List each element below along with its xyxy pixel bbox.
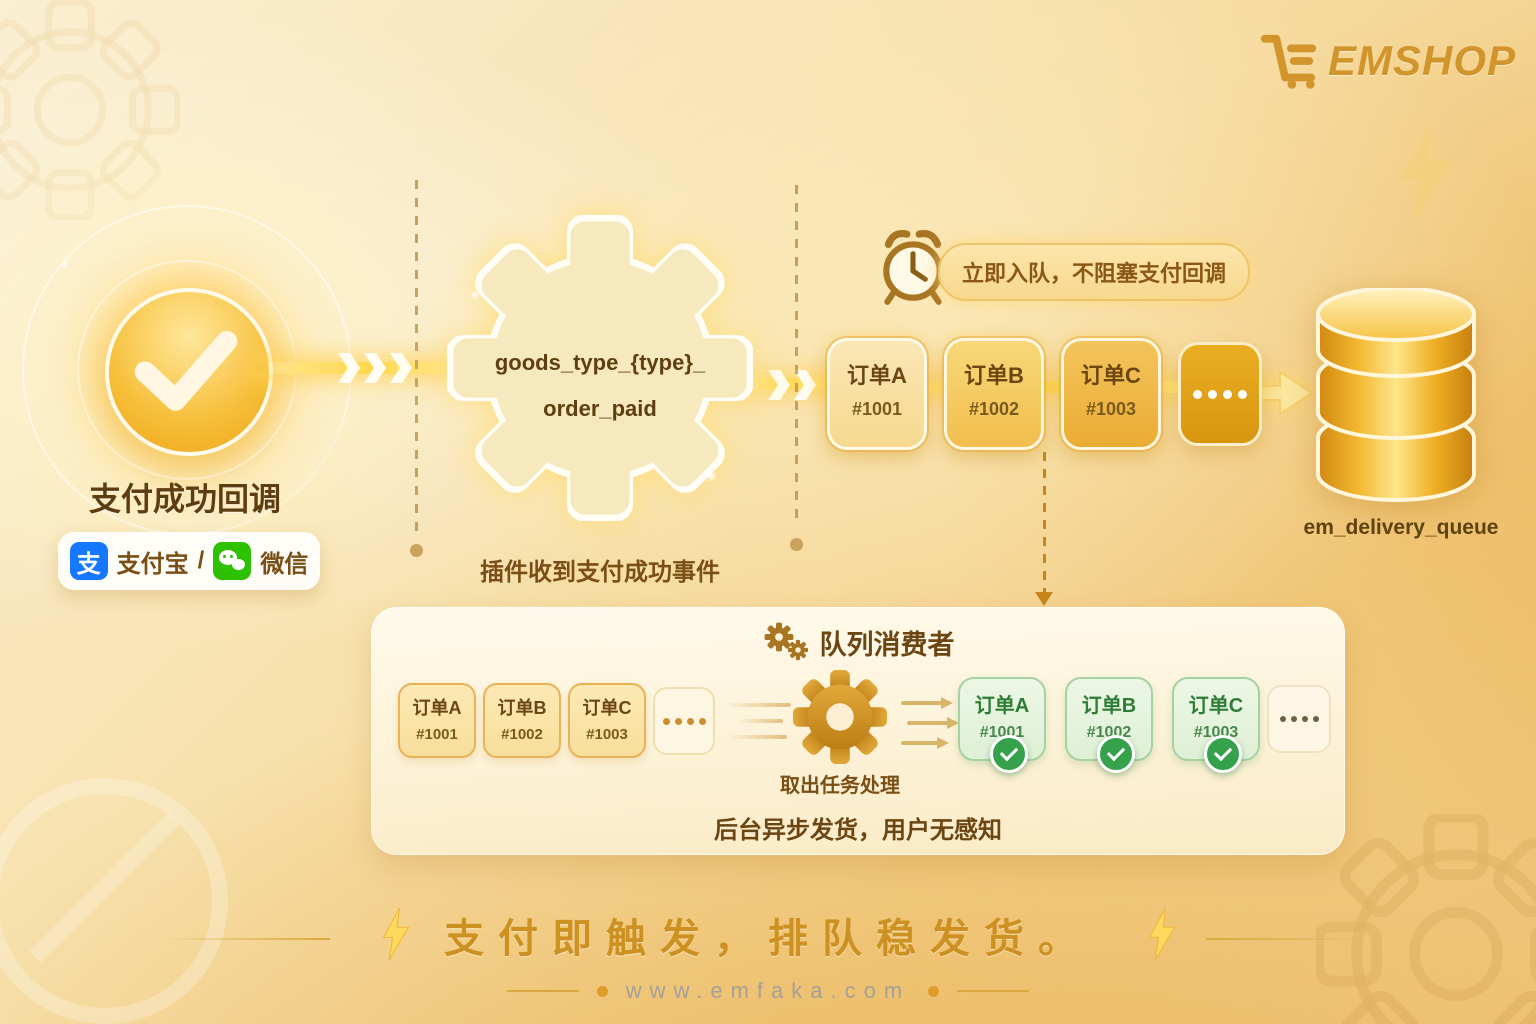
event-name-line1: goods_type_{type}_ xyxy=(494,350,706,375)
consumer-title: 队列消费者 xyxy=(819,629,955,660)
event-name: goods_type_{type}_ order_paid xyxy=(469,350,731,422)
page-title: 支付成功回调 xyxy=(88,481,281,517)
speed-line xyxy=(723,703,791,707)
alipay-icon: 支 xyxy=(69,542,108,580)
dequeue-arrow xyxy=(1035,452,1053,606)
alipay-label: 支付宝 xyxy=(116,550,189,578)
success-badge-icon xyxy=(990,735,1028,773)
gear-watermark-bottomright xyxy=(1316,814,1536,1024)
website-row: www.emfaka.com xyxy=(0,978,1536,1004)
order-label: 订单A xyxy=(847,363,907,388)
order-id: #1001 xyxy=(851,399,903,419)
order-label: 订单B xyxy=(964,363,1024,388)
website-dot xyxy=(928,985,940,997)
pending-ellipsis-card xyxy=(653,687,715,755)
website-dot xyxy=(596,985,608,997)
alipay-glyph: 支 xyxy=(76,550,101,578)
brand-logo: EMSHOP xyxy=(1256,30,1516,92)
event-name-line2: order_paid xyxy=(543,396,657,421)
brand-name: EMSHOP xyxy=(1328,37,1517,84)
consumer-note: 后台异步发货，用户无感知 xyxy=(714,817,1002,844)
order-label: 订单B xyxy=(497,698,547,718)
sparkle xyxy=(60,260,69,269)
success-circle xyxy=(105,288,273,456)
consumer-panel: 队列消费者 订单A #1001 订单B #1002 订单C #1003 取出任务… xyxy=(371,607,1345,855)
queue-card-order-a: 订单A #1001 xyxy=(827,338,927,450)
chevron-icon xyxy=(364,353,386,383)
shopping-cart-icon xyxy=(1260,34,1317,89)
pending-card-order-c: 订单C #1003 xyxy=(568,683,646,758)
chevron-icon xyxy=(338,353,360,383)
worker-gear-icon xyxy=(792,669,888,765)
pending-card-order-b: 订单B #1002 xyxy=(483,683,561,758)
divider-dot xyxy=(790,538,803,551)
success-badge-icon xyxy=(1097,735,1135,773)
order-id: #1001 xyxy=(416,726,458,743)
db-label: em_delivery_queue xyxy=(1303,516,1499,539)
website-rule-right xyxy=(957,990,1030,992)
order-label: 订单B xyxy=(1081,695,1137,717)
success-badge-icon xyxy=(1204,735,1242,773)
done-card-order-b: 订单B #1002 xyxy=(1065,677,1153,773)
lightning-icon xyxy=(382,908,410,960)
speed-line xyxy=(737,719,783,723)
pending-card-order-a: 订单A #1001 xyxy=(398,683,476,758)
order-id: #1003 xyxy=(586,726,628,743)
sparkle xyxy=(470,290,480,300)
lightning-watermark xyxy=(1400,119,1452,227)
payment-methods-pill: 支 支付宝 / 微信 xyxy=(58,532,320,590)
order-label: 订单A xyxy=(412,698,462,718)
enqueue-note-bubble: 立即入队，不阻塞支付回调 xyxy=(938,243,1250,301)
done-card-order-a: 订单A #1001 xyxy=(958,677,1046,773)
alarm-clock-icon xyxy=(883,230,943,305)
done-ellipsis-card xyxy=(1267,685,1331,753)
website-rule-left xyxy=(506,990,579,992)
consumer-header: 队列消费者 xyxy=(371,621,1345,663)
process-label: 取出任务处理 xyxy=(780,775,900,797)
order-label: 订单C xyxy=(582,698,632,718)
order-label: 订单C xyxy=(1188,695,1244,717)
order-id: #1003 xyxy=(1085,399,1137,419)
order-label: 订单A xyxy=(974,695,1030,717)
plugin-caption: 插件收到支付成功事件 xyxy=(480,559,720,586)
queue-card-order-c: 订单C #1003 xyxy=(1061,338,1161,450)
separator: / xyxy=(197,547,205,574)
queue-card-order-b: 订单B #1002 xyxy=(944,338,1044,450)
wechat-label: 微信 xyxy=(260,550,309,578)
website-url: www.emfaka.com xyxy=(625,978,911,1003)
lightning-icon xyxy=(1148,908,1176,960)
check-icon xyxy=(134,330,238,411)
plugin-gear-icon xyxy=(447,215,753,521)
output-arrows-icon xyxy=(901,697,959,749)
order-id: #1002 xyxy=(501,726,543,743)
enqueue-note: 立即入队，不阻塞支付回调 xyxy=(961,261,1226,286)
done-card-order-c: 订单C #1003 xyxy=(1172,677,1260,773)
speed-line xyxy=(727,735,787,739)
order-label: 订单C xyxy=(1081,363,1141,388)
queue-ellipsis-card xyxy=(1178,342,1262,446)
divider-dot xyxy=(410,544,423,557)
tagline-rule-right xyxy=(1206,938,1374,940)
wechat-icon xyxy=(213,542,252,580)
tagline-rule-left xyxy=(162,938,330,940)
sparkle xyxy=(705,470,717,482)
double-gear-icon xyxy=(764,622,808,661)
database-icon xyxy=(1316,288,1476,502)
tagline: 支付即触发，排队稳发货。 xyxy=(444,917,1092,961)
order-id: #1002 xyxy=(968,399,1020,419)
